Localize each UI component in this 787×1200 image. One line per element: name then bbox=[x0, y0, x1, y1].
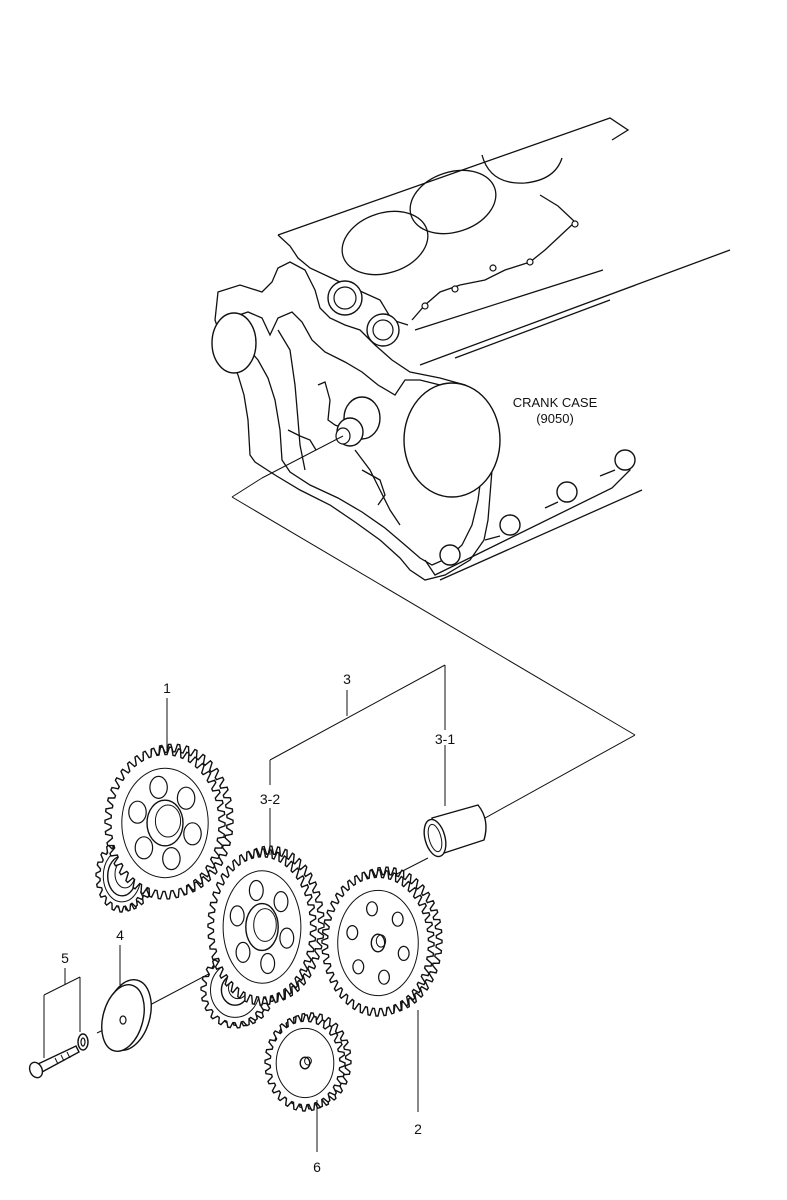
part-label-5: 5 bbox=[61, 950, 69, 966]
crank-case-label: CRANK CASE bbox=[513, 395, 598, 410]
crank-case-drawing bbox=[211, 117, 731, 581]
part-label-4: 4 bbox=[116, 927, 124, 943]
part-label-3-2: 3-2 bbox=[260, 791, 280, 807]
crank-case-code-label: (9050) bbox=[536, 411, 574, 426]
washer-part bbox=[77, 1033, 89, 1051]
callout-lines bbox=[43, 664, 446, 1152]
gear-part-1 bbox=[104, 743, 234, 900]
gear-part-2 bbox=[321, 866, 443, 1017]
gear-part-6 bbox=[264, 1012, 352, 1112]
part-label-2: 2 bbox=[414, 1121, 422, 1137]
gears-layer bbox=[95, 743, 443, 1112]
idler-gear-part-3-2 bbox=[207, 845, 325, 1006]
bolt-part-5 bbox=[28, 1045, 80, 1079]
part-label-3-1: 3-1 bbox=[435, 731, 455, 747]
thrust-plate-part-4 bbox=[101, 979, 152, 1052]
part-label-1: 1 bbox=[163, 680, 171, 696]
part-label-3: 3 bbox=[343, 671, 351, 687]
part-label-6: 6 bbox=[313, 1159, 321, 1175]
bushing-part-3-1 bbox=[423, 804, 487, 858]
